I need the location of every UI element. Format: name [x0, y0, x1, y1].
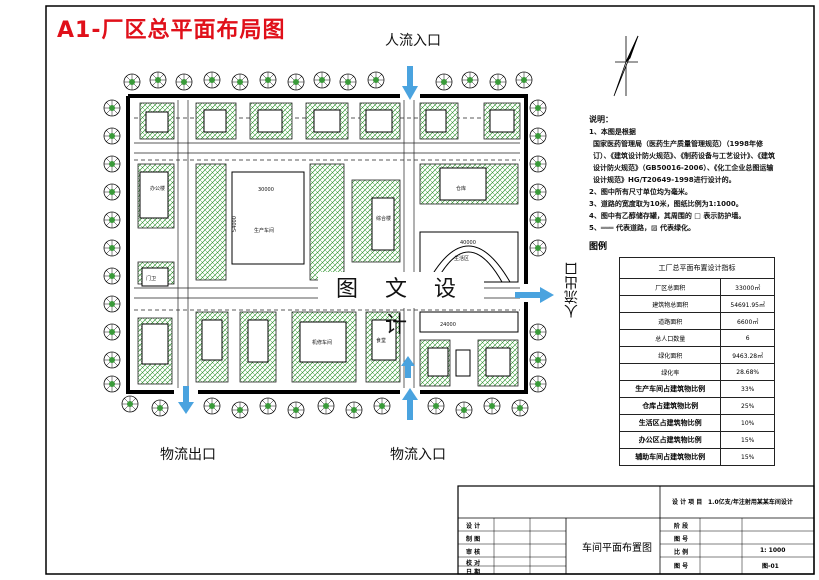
project-name: 1.0亿支/年注射用某某车间设计: [708, 499, 793, 506]
dim-text: 30000 54000 40000 24000 生产车间 仓库 生活区 办公楼 …: [146, 185, 476, 346]
notes-line: 4、图中有乙醇储存罐，其周围的 □ 表示防护墙。: [589, 212, 746, 220]
tree-row-right: [529, 99, 547, 393]
svg-text:54000: 54000: [232, 216, 238, 232]
notes-line: 1、本图是根据: [589, 128, 636, 136]
goods-exit-label: 物流出口: [160, 447, 216, 463]
svg-text:机修车间: 机修车间: [312, 339, 332, 346]
project-label: 设 计 项 目: [672, 499, 703, 506]
flow-arrows: [178, 66, 554, 420]
svg-text:仓库: 仓库: [456, 185, 466, 192]
svg-text:综合楼: 综合楼: [376, 215, 391, 222]
tb-right-label: 图 号: [674, 563, 689, 570]
people-exit-label: 人流出口: [564, 262, 580, 318]
svg-text:办公楼: 办公楼: [150, 185, 165, 192]
storage-tanks: [419, 311, 519, 377]
tb-label-review: 审 核: [466, 549, 481, 556]
svg-text:40000: 40000: [460, 240, 476, 246]
drawing-title: A1-厂区总平面布局图: [57, 18, 286, 43]
drawing-name: 车间平面布置图: [582, 543, 652, 554]
svg-text:生活区: 生活区: [454, 255, 469, 262]
scale-value: 1: 1000: [760, 547, 786, 554]
index-table-title: 工厂总平面布置设计指标: [619, 257, 775, 279]
tb-label-check: 校 对: [466, 560, 481, 567]
tree-row-top: [123, 71, 533, 91]
tree-row-left: [103, 99, 121, 393]
site-wall: [126, 94, 528, 394]
tb-label-date: 日 期: [466, 569, 481, 576]
notes-line: 国家医药管理局（医药生产质量管理规范）（1998年修订）、《建筑设计防火规范》、…: [593, 140, 775, 184]
north-arrow-icon: [613, 35, 639, 97]
legend-label: 图例: [589, 242, 608, 252]
tb-label-design: 设 计: [466, 523, 481, 530]
watermark: 图 文 设 计: [318, 272, 484, 338]
notes-line: 3、道路的宽度取为10米，图纸比例为1:1000。: [589, 200, 743, 208]
svg-text:30000: 30000: [258, 187, 274, 193]
goods-entrance-label: 物流入口: [390, 447, 446, 463]
notes-line: 5、═══ 代表道路，▨ 代表绿化。: [589, 224, 696, 232]
tb-right-label: 比 例: [674, 549, 689, 556]
svg-text:食堂: 食堂: [376, 337, 386, 344]
sheet-border: [45, 5, 815, 575]
svg-text:门卫: 门卫: [146, 275, 156, 282]
design-notes: 说明： 1、本图是根据 国家医药管理局（医药生产质量管理规范）（1998年修订）…: [589, 114, 779, 234]
notes-line: 2、图中所有尺寸单位均为毫米。: [589, 188, 692, 196]
tb-right-label: 阶 段: [674, 523, 689, 530]
buildings: [139, 109, 515, 377]
svg-text:生产车间: 生产车间: [254, 227, 274, 234]
tb-label-draw: 制 图: [466, 536, 481, 543]
notes-heading: 说明：: [589, 115, 613, 124]
title-block-frame: [457, 485, 815, 575]
svg-text:24000: 24000: [440, 322, 456, 328]
sheet-number: 图-01: [762, 563, 779, 570]
tb-right-label: 图 号: [674, 536, 689, 543]
people-entrance-label: 人流入口: [385, 33, 441, 49]
